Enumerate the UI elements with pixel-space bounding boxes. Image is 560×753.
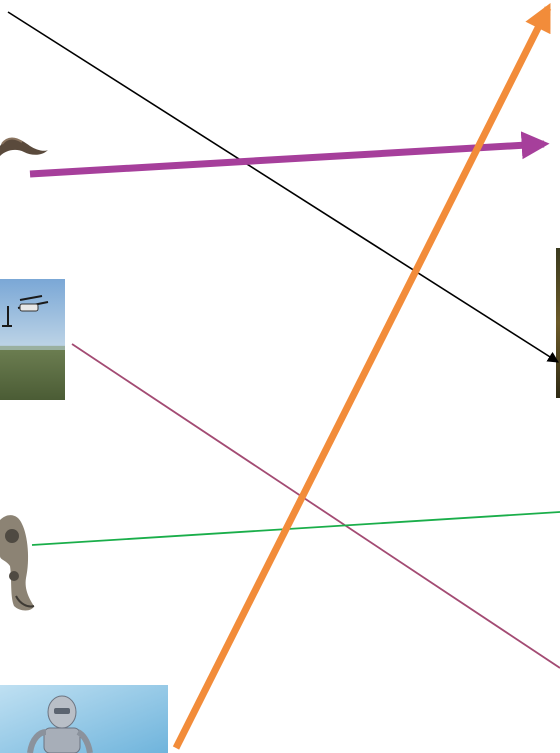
black-thin-arrow (7, 11, 559, 363)
eel-image (0, 137, 48, 156)
drone-image (0, 279, 65, 400)
forest-image (556, 248, 560, 398)
robot-arm-image (0, 515, 35, 611)
purple-thick-arrow (29, 131, 550, 178)
humanoid-robot-image (0, 685, 168, 753)
orange-thick-arrow (172, 2, 552, 750)
green-line (31, 511, 560, 546)
maroon-line (71, 343, 560, 669)
